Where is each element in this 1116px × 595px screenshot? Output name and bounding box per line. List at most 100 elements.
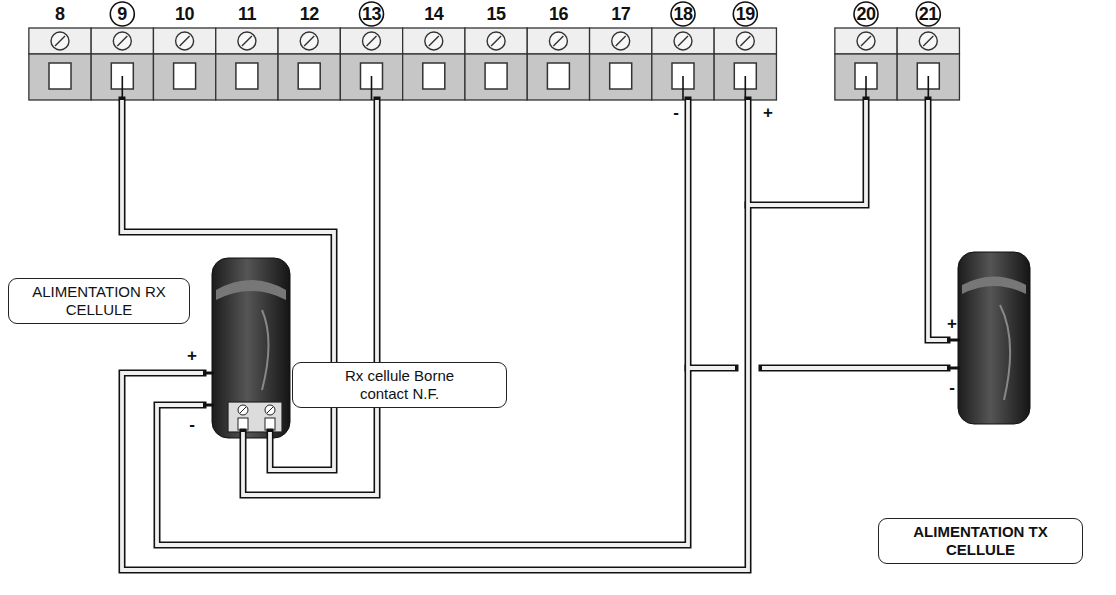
terminal-head bbox=[153, 28, 215, 54]
wire-tip bbox=[927, 76, 929, 100]
screw bbox=[238, 405, 248, 415]
cell-lens bbox=[262, 310, 269, 390]
terminal-block bbox=[29, 28, 960, 100]
terminal-hole bbox=[610, 63, 632, 89]
callout-box: ALIMENTATION RX CELLULE bbox=[8, 278, 190, 324]
screw-slot bbox=[242, 36, 252, 46]
screw-slot bbox=[117, 36, 127, 46]
screw bbox=[265, 405, 275, 415]
number-circle bbox=[916, 2, 940, 26]
terminal-body bbox=[897, 54, 959, 100]
tx-photocell bbox=[958, 252, 1030, 424]
cell-terminal-block bbox=[228, 402, 282, 432]
terminal-hole bbox=[547, 63, 569, 89]
screw-slot bbox=[616, 36, 626, 46]
cell-cap bbox=[962, 277, 1026, 295]
terminal bbox=[340, 28, 402, 100]
wire-18-core bbox=[157, 100, 688, 545]
wire-19-core bbox=[122, 100, 748, 570]
polarity-sign: + bbox=[187, 346, 197, 366]
terminal-head bbox=[714, 28, 776, 54]
number-circle bbox=[360, 2, 384, 26]
terminal bbox=[216, 28, 278, 100]
callout-text: Rx cellule Borne contact N.F. bbox=[325, 367, 475, 403]
terminal-body bbox=[590, 54, 652, 100]
polarity-sign: + bbox=[947, 314, 957, 334]
screw-slot bbox=[367, 36, 377, 46]
terminal-body bbox=[527, 54, 589, 100]
rx-photocell bbox=[212, 258, 290, 438]
wire-21 bbox=[928, 100, 947, 340]
screw bbox=[300, 32, 318, 50]
terminal-number: 20 bbox=[856, 4, 875, 25]
wire-tip bbox=[744, 76, 746, 100]
terminal-number: 9 bbox=[117, 4, 127, 25]
screw-slot bbox=[923, 36, 933, 46]
terminal-head bbox=[835, 28, 897, 54]
terminal-number: 10 bbox=[175, 4, 194, 25]
callout-text: ALIMENTATION TX CELLULE bbox=[895, 523, 1067, 559]
terminal-body bbox=[153, 54, 215, 100]
terminal-head bbox=[91, 28, 153, 54]
terminal-body bbox=[652, 54, 714, 100]
screw bbox=[736, 32, 754, 50]
screw-slot bbox=[267, 407, 273, 413]
terminal-number: 8 bbox=[55, 4, 65, 25]
terminal-hole bbox=[49, 63, 71, 89]
number-circle bbox=[110, 2, 134, 26]
terminal-number: 17 bbox=[611, 4, 630, 25]
terminal-body bbox=[403, 54, 465, 100]
terminal-head bbox=[216, 28, 278, 54]
screw bbox=[612, 32, 630, 50]
terminal bbox=[29, 28, 91, 100]
cell-lens bbox=[1000, 305, 1010, 400]
terminal bbox=[714, 28, 776, 100]
terminal-number: 14 bbox=[424, 4, 443, 25]
terminal-hole bbox=[238, 418, 248, 430]
wire-19 bbox=[122, 100, 748, 570]
wire-13 bbox=[243, 100, 377, 495]
wire-tip bbox=[865, 76, 867, 100]
terminal-head bbox=[29, 28, 91, 54]
terminal-body bbox=[340, 54, 402, 100]
wire-tip bbox=[122, 76, 124, 100]
terminal-number: 13 bbox=[362, 4, 381, 25]
wire-18 bbox=[157, 100, 688, 545]
wire-13-core bbox=[243, 100, 377, 495]
terminal bbox=[465, 28, 527, 100]
terminal-hole bbox=[236, 63, 258, 89]
screw-slot bbox=[240, 407, 246, 413]
terminal bbox=[527, 28, 589, 100]
terminal-body bbox=[29, 54, 91, 100]
screw-slot bbox=[429, 36, 439, 46]
number-circle bbox=[671, 2, 695, 26]
terminal-head bbox=[527, 28, 589, 54]
terminal-number: 16 bbox=[549, 4, 568, 25]
terminal-body bbox=[465, 54, 527, 100]
terminal-number: 11 bbox=[238, 4, 256, 25]
cell-cap bbox=[216, 280, 286, 300]
terminal bbox=[897, 28, 959, 100]
terminal-number: 18 bbox=[673, 4, 692, 25]
terminal-body bbox=[91, 54, 153, 100]
wire-tip bbox=[682, 76, 684, 100]
wire-19-20-core bbox=[748, 100, 866, 205]
wire-19-20 bbox=[748, 100, 866, 205]
terminal bbox=[278, 28, 340, 100]
wire-tip bbox=[371, 76, 373, 100]
terminal-number: 19 bbox=[736, 4, 755, 25]
wires bbox=[122, 100, 947, 570]
screw bbox=[51, 32, 69, 50]
terminal-head bbox=[897, 28, 959, 54]
screw bbox=[674, 32, 692, 50]
callout-box: ALIMENTATION TX CELLULE bbox=[878, 518, 1083, 564]
terminal-head bbox=[465, 28, 527, 54]
terminal bbox=[403, 28, 465, 100]
screw-slot bbox=[304, 36, 314, 46]
screw-slot bbox=[740, 36, 750, 46]
terminal-number: 15 bbox=[487, 4, 506, 25]
screw-slot bbox=[491, 36, 501, 46]
screw bbox=[363, 32, 381, 50]
polarity-sign: + bbox=[763, 103, 773, 123]
terminal-number: 12 bbox=[300, 4, 319, 25]
